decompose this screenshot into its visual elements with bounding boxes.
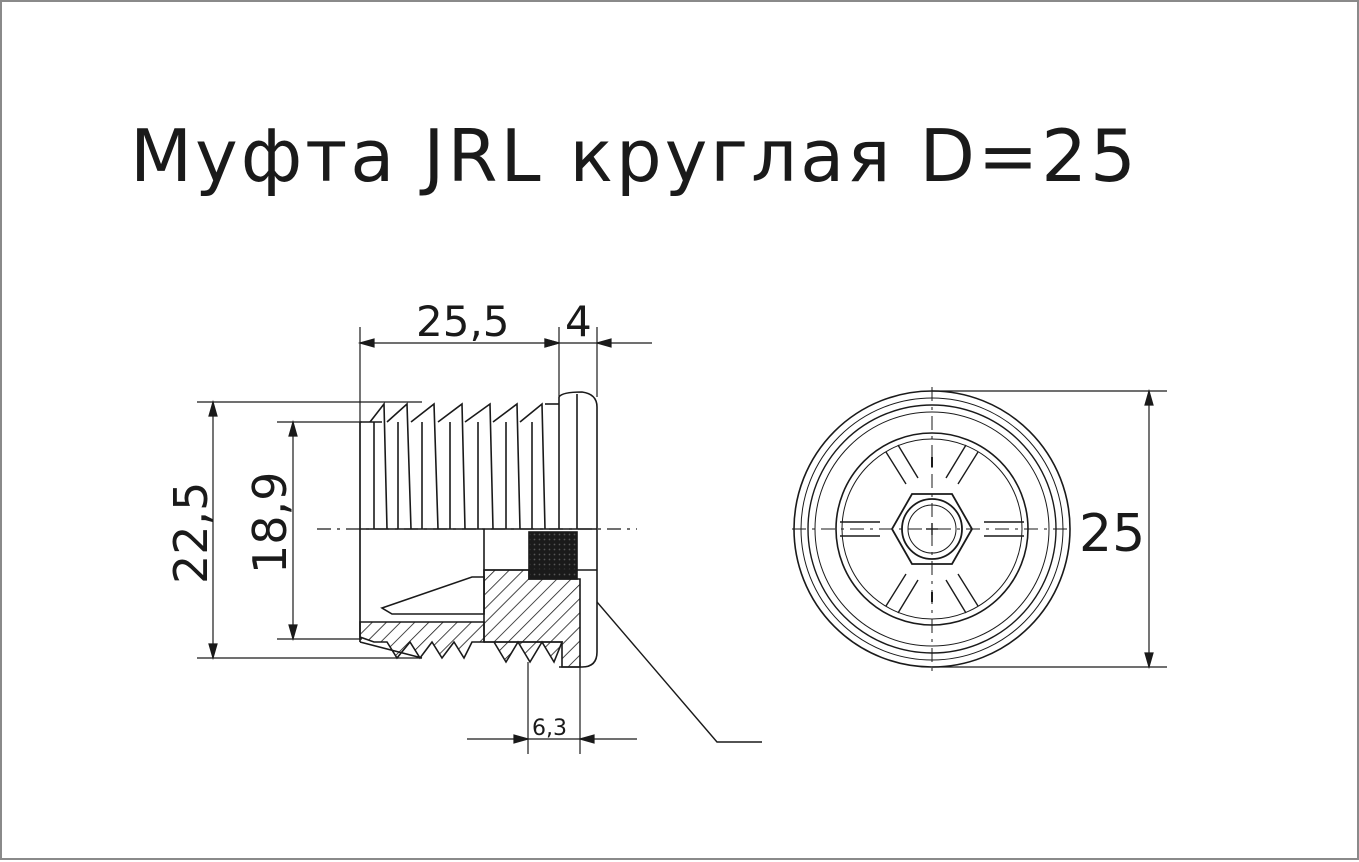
leader-line: [596, 601, 762, 743]
dim-hex-width: 6,3: [532, 716, 567, 741]
dim-flange-width: 4: [565, 297, 592, 346]
section-lower: [359, 528, 597, 668]
front-view: [792, 387, 1167, 674]
flange: [558, 391, 598, 668]
front-dimension: [932, 388, 1167, 670]
dimension-lines: [208, 338, 652, 744]
dim-outer-diameter-side: 22,5: [164, 482, 218, 584]
thread-body-upper: [359, 397, 560, 642]
page-title: Муфта JRL круглая D=25: [130, 114, 1139, 198]
dim-length-body: 25,5: [416, 297, 510, 346]
side-view: [197, 327, 762, 754]
spokes: [840, 444, 1024, 614]
dim-inner-diameter: 18,9: [243, 472, 297, 574]
dim-diameter-front: 25: [1079, 504, 1145, 564]
